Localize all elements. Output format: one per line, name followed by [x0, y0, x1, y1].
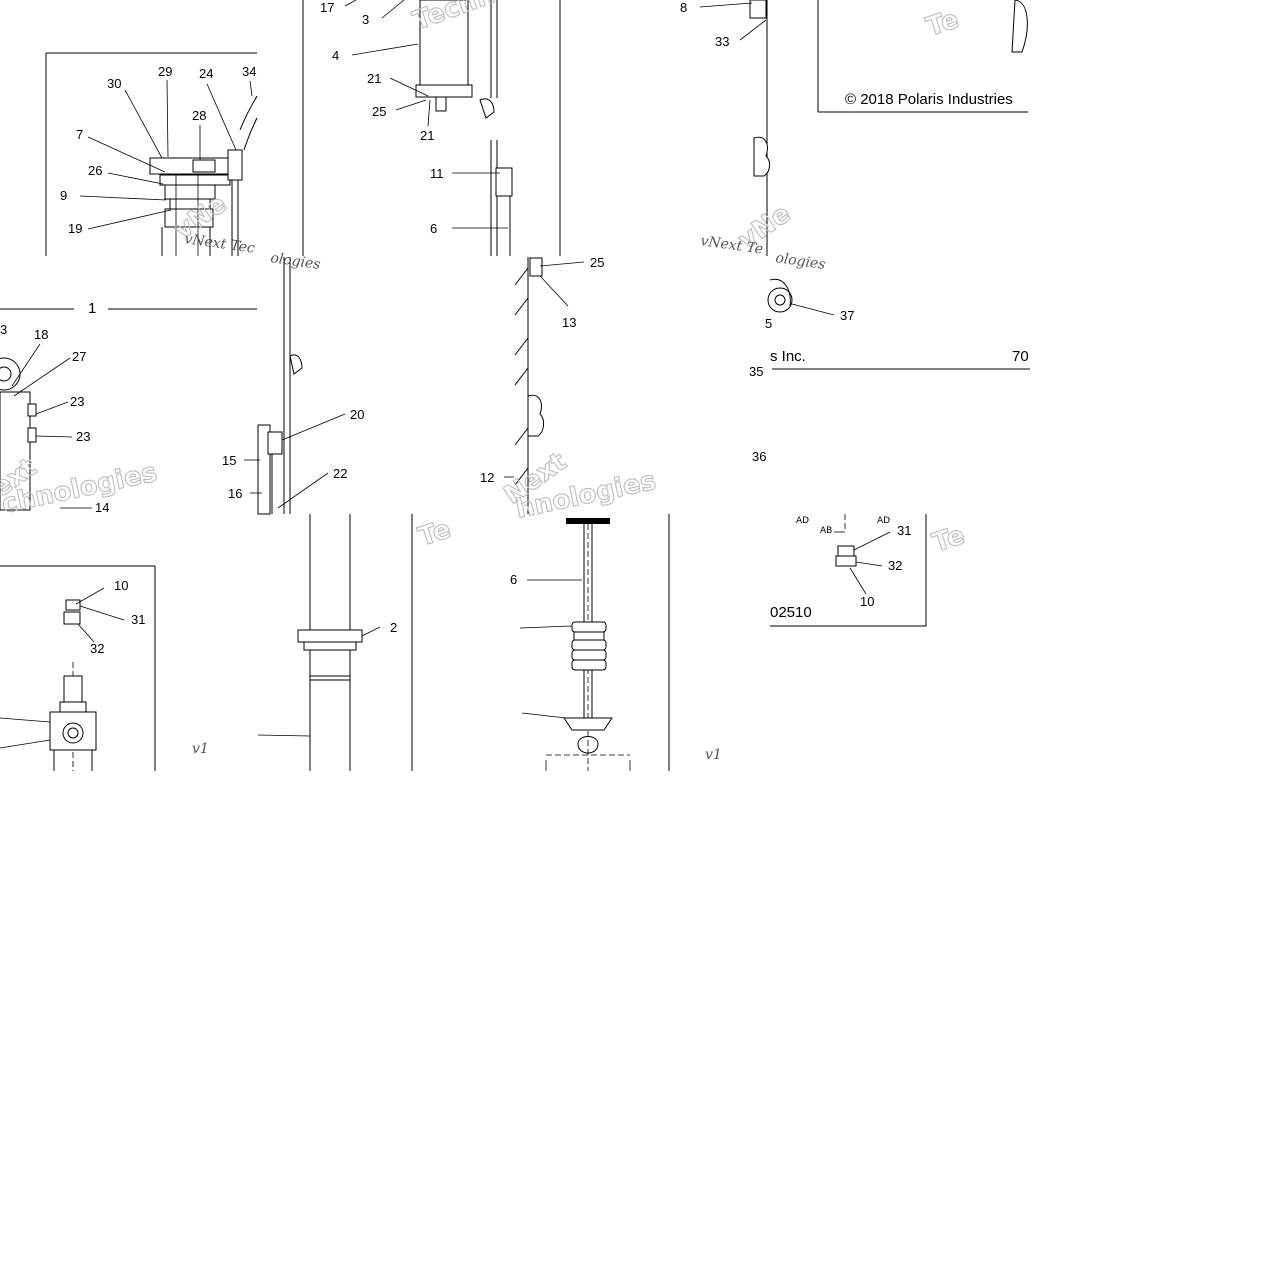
callout-25: 25: [590, 255, 604, 270]
callout-11: 11: [430, 166, 444, 181]
callout-26: 26: [88, 163, 102, 178]
detail-box-middle-center: ologies: [257, 250, 321, 515]
detail-box-bottom-center: 2 v1 Te: [192, 514, 455, 771]
detail-box-top-right: © 2018 Polaris Industries Te vNe vNext T…: [699, 0, 1028, 258]
callout-28: 28: [192, 108, 206, 123]
callout-21: 21: [420, 128, 434, 143]
watermark: Te: [923, 4, 963, 42]
v1-label: v1: [705, 747, 722, 763]
watermark-small: vNext Tec: [183, 231, 255, 257]
callout-35: 35: [749, 364, 763, 379]
callout-31: 31: [131, 612, 145, 627]
callout-27: 27: [72, 349, 86, 364]
detail-box-middle-left: 1 ext chnologies 3: [0, 300, 257, 520]
detail-box-middle-right: Next hnologies: [498, 257, 659, 525]
callout-4: 4: [332, 48, 339, 63]
detail-box-middle-far-right: s Inc. 70 ologies: [767, 250, 1030, 370]
copyright-fragment: s Inc.: [770, 348, 806, 365]
callout-37: 37: [840, 308, 854, 323]
callout-2: 2: [390, 620, 397, 635]
callout-32: 32: [888, 558, 902, 573]
callout-30: 30: [107, 76, 121, 91]
callouts-top-right: 8 33: [680, 0, 767, 49]
callout-20: 20: [350, 407, 364, 422]
callout-3: 3: [362, 12, 369, 27]
callout-23: 23: [76, 429, 90, 444]
callout-9: 9: [60, 188, 67, 203]
callout-fragment: 3: [0, 322, 7, 337]
page-fragment: 70: [1012, 348, 1029, 365]
callouts-middle-right: 25 13 12: [480, 255, 604, 485]
callout-24: 24: [199, 66, 213, 81]
callouts-middle-far-right: 37 5 35 36: [749, 303, 854, 464]
watermark: Te: [929, 520, 969, 558]
callouts-middle-left: 18 27 23 23 14: [11, 327, 109, 515]
callout-14: 14: [95, 500, 109, 515]
ref-fragment: 02510: [770, 604, 812, 621]
callout-23: 23: [70, 394, 84, 409]
callout-18: 18: [34, 327, 48, 342]
callout-7: 7: [76, 127, 83, 142]
top-plate: [566, 518, 610, 524]
detail-box-bottom-left: [0, 565, 156, 771]
detail-box-top-left: [45, 52, 258, 256]
callout-15: 15: [222, 453, 236, 468]
callouts-top-middle: 17 3 4 21 25 21 11 6: [320, 0, 508, 236]
callout-5: 5: [765, 316, 772, 331]
callout-33: 33: [715, 34, 729, 49]
watermark: Te: [415, 514, 455, 552]
callout-36: 36: [752, 449, 766, 464]
callouts-middle-center: 20 15 16 22: [222, 407, 364, 509]
callout-34: 34: [242, 64, 256, 79]
watermark-small: ologies: [269, 250, 321, 273]
callout-10: 10: [114, 578, 128, 593]
callout-6: 6: [430, 221, 437, 236]
callouts-bottom-left: 10 31 32: [0, 578, 145, 749]
callout-31: 31: [897, 523, 911, 538]
detail-box-bottom-right: AD AB AD 31 32 10 02510 Te: [770, 514, 969, 627]
watermark-small: ologies: [774, 250, 826, 273]
dim-label-ad: AD: [877, 516, 890, 526]
callout-10: 10: [860, 594, 874, 609]
callout-12: 12: [480, 470, 494, 485]
callout-6: 6: [510, 572, 517, 587]
callout-21: 21: [367, 71, 381, 86]
copyright-text: © 2018 Polaris Industries: [845, 91, 1013, 108]
callout-8: 8: [680, 0, 687, 15]
detail-box-bottom-center-right: 6 v1: [510, 514, 722, 771]
section-number: 1: [88, 300, 96, 317]
callout-16: 16: [228, 486, 242, 501]
callout-32: 32: [90, 641, 104, 656]
callout-17: 17: [320, 0, 334, 15]
v1-label: v1: [192, 741, 209, 757]
callout-22: 22: [333, 466, 347, 481]
callout-25: 25: [372, 104, 386, 119]
callout-13: 13: [562, 315, 576, 330]
callout-19: 19: [68, 221, 82, 236]
dim-label-ab: AB: [820, 526, 832, 536]
callout-29: 29: [158, 64, 172, 79]
dim-label-ad: AD: [796, 516, 809, 526]
